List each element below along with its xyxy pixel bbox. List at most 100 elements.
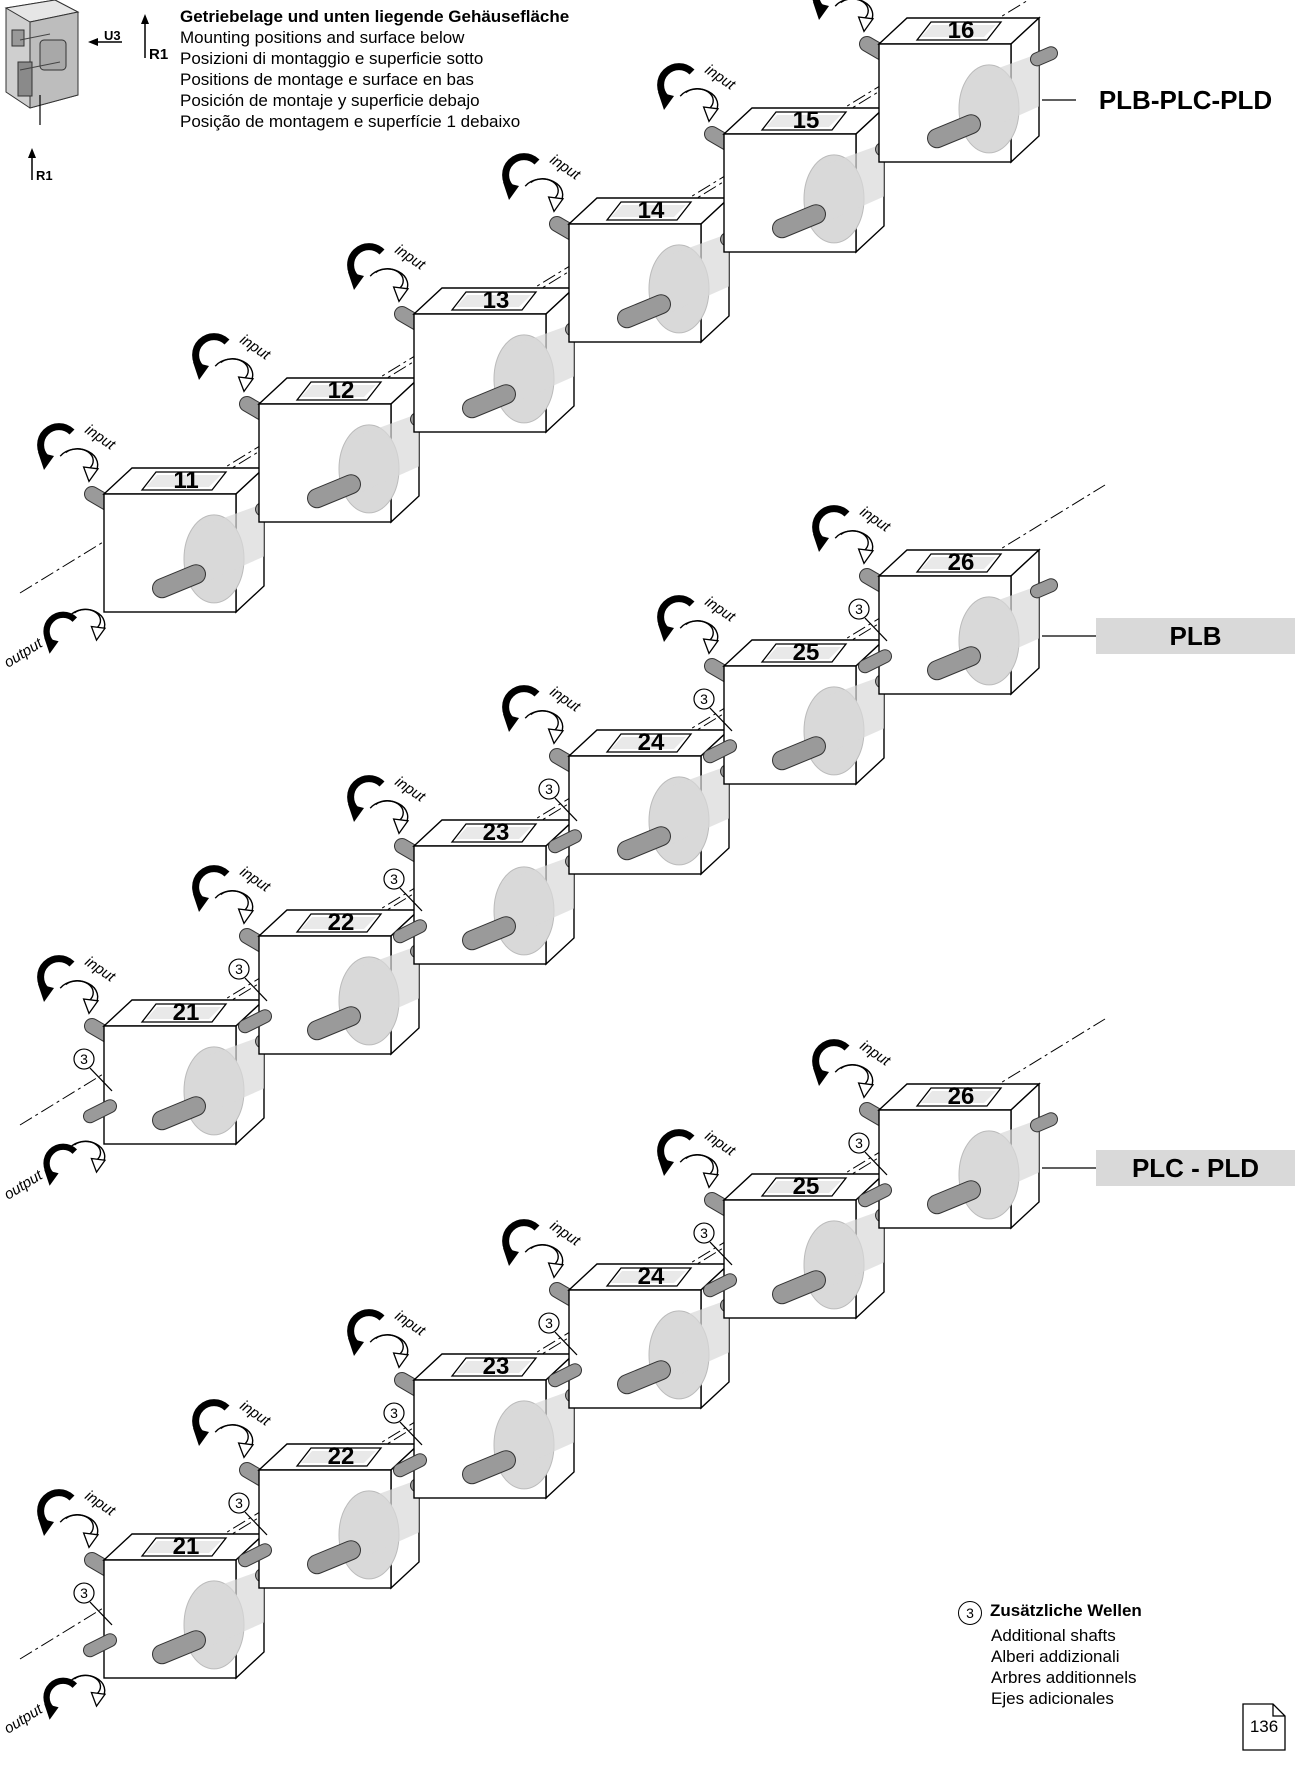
unit-number: 13 bbox=[483, 287, 510, 314]
input-label: input bbox=[392, 241, 429, 274]
output-label: output bbox=[1, 1700, 46, 1737]
shade-band bbox=[192, 503, 264, 589]
additional-shaft-marker-leader bbox=[864, 617, 888, 642]
rotation-hollow-icon-head bbox=[82, 466, 100, 483]
page-number-box: 136 bbox=[1242, 1703, 1286, 1751]
input-label: input bbox=[857, 1037, 894, 1070]
additional-shaft-marker-leader bbox=[89, 1601, 113, 1626]
thumb-label-u3: U3 bbox=[104, 28, 121, 43]
output-hollow-icon-outer bbox=[68, 1674, 106, 1699]
additional-shaft-marker-text: 3 bbox=[855, 601, 863, 617]
rotation-arrow-icon bbox=[347, 1309, 385, 1347]
unit-number: 22 bbox=[328, 1443, 355, 1470]
output-shaft bbox=[928, 647, 980, 680]
input-label: input bbox=[857, 503, 894, 536]
output-shaft bbox=[153, 1631, 205, 1664]
thumb-label-r1-top: R1 bbox=[149, 46, 169, 63]
rotation-arrow-icon-head bbox=[658, 92, 674, 110]
header-line: Mounting positions and surface below bbox=[180, 28, 465, 47]
shade-band bbox=[812, 143, 884, 229]
shade-band bbox=[502, 1389, 574, 1475]
rotation-arrow-icon bbox=[502, 685, 540, 723]
shade-band bbox=[502, 323, 574, 409]
output-shaft bbox=[928, 115, 980, 148]
output-shaft bbox=[463, 1451, 515, 1484]
additional-shaft bbox=[704, 1274, 736, 1297]
unit-number: 23 bbox=[483, 819, 510, 846]
input-label: input bbox=[547, 683, 584, 716]
unit-number: 22 bbox=[328, 909, 355, 936]
output-rotation-icon bbox=[43, 611, 78, 646]
additional-shaft-marker-circle bbox=[693, 1222, 715, 1244]
rotation-hollow-icon-head bbox=[702, 638, 720, 655]
unit-number: 24 bbox=[638, 729, 665, 756]
side-shaft bbox=[1031, 579, 1057, 598]
rotation-hollow-icon-outer bbox=[214, 1424, 254, 1450]
group-title-plc-pld: PLC - PLD bbox=[1096, 1150, 1295, 1186]
rotation-hollow-icon-outer bbox=[834, 530, 874, 556]
rotation-hollow-icon-outer bbox=[59, 1514, 99, 1540]
input-label: input bbox=[392, 1307, 429, 1340]
label-plate-inner bbox=[456, 827, 531, 839]
side-shaft bbox=[1031, 1113, 1057, 1132]
rotation-arrow-icon-head bbox=[38, 984, 54, 1002]
header-line: Posição de montagem e superfície 1 debai… bbox=[180, 112, 521, 131]
shade-band bbox=[812, 675, 884, 761]
additional-shaft bbox=[239, 1010, 271, 1033]
rotation-hollow-icon-outer bbox=[369, 800, 409, 826]
side-shaft bbox=[1031, 47, 1057, 66]
unit-number: 16 bbox=[948, 17, 975, 44]
rotation-hollow-icon-head bbox=[392, 818, 410, 835]
rotation-arrow-icon bbox=[657, 595, 695, 633]
gearbox-thumbnail: U3 R1 R1 bbox=[0, 0, 168, 205]
label-plate-inner bbox=[921, 25, 996, 37]
output-shaft bbox=[308, 1007, 360, 1040]
output-rotation-icon-head bbox=[44, 1703, 59, 1720]
rotation-arrow-icon-head bbox=[193, 362, 209, 380]
rotation-arrow-icon-head bbox=[193, 1428, 209, 1446]
label-plate-inner bbox=[766, 115, 841, 127]
rotation-hollow-icon-outer bbox=[834, 1064, 874, 1090]
additional-shaft-marker-circle bbox=[73, 1582, 95, 1604]
additional-shaft-marker-text: 3 bbox=[855, 1135, 863, 1151]
input-label: input bbox=[82, 1487, 119, 1520]
label-plate-inner bbox=[456, 1361, 531, 1373]
unit-number: 21 bbox=[173, 1533, 200, 1560]
group-title-plb: PLB bbox=[1096, 618, 1295, 654]
rotation-arrow-icon bbox=[37, 423, 75, 461]
unit-number: 25 bbox=[793, 1173, 820, 1200]
input-label: input bbox=[702, 593, 739, 626]
additional-shaft-marker-circle bbox=[73, 1048, 95, 1070]
input-label: input bbox=[237, 331, 274, 364]
footnote-line: Additional shafts bbox=[991, 1626, 1116, 1645]
input-label: input bbox=[547, 151, 584, 184]
shade-band bbox=[967, 585, 1039, 671]
additional-shaft bbox=[704, 740, 736, 763]
additional-shaft bbox=[549, 1364, 581, 1387]
output-shaft bbox=[928, 1181, 980, 1214]
rotation-hollow-icon-outer bbox=[214, 890, 254, 916]
rotation-arrow-icon-head bbox=[38, 1518, 54, 1536]
output-shaft bbox=[308, 475, 360, 508]
rotation-hollow-icon-outer bbox=[369, 268, 409, 294]
additional-shaft-marker-leader bbox=[864, 1151, 888, 1176]
additional-shaft bbox=[239, 1544, 271, 1567]
rotation-arrow-icon bbox=[812, 505, 850, 543]
rotation-arrow-icon bbox=[347, 775, 385, 813]
shade-band bbox=[812, 1209, 884, 1295]
additional-shaft-marker-text: 3 bbox=[700, 691, 708, 707]
additional-shaft-marker-text: 3 bbox=[390, 1405, 398, 1421]
additional-shaft-marker-circle bbox=[228, 1492, 250, 1514]
shade-band bbox=[657, 233, 729, 319]
unit-number: 14 bbox=[638, 197, 665, 224]
rotation-hollow-icon-head bbox=[392, 1352, 410, 1369]
output-shaft bbox=[463, 917, 515, 950]
rotation-hollow-icon-head bbox=[547, 728, 565, 745]
output-shaft bbox=[773, 1271, 825, 1304]
rotation-hollow-icon-head bbox=[547, 196, 565, 213]
unit-number: 24 bbox=[638, 1263, 665, 1290]
gear-unit-16: 16input bbox=[812, 0, 1058, 164]
input-label: input bbox=[82, 953, 119, 986]
